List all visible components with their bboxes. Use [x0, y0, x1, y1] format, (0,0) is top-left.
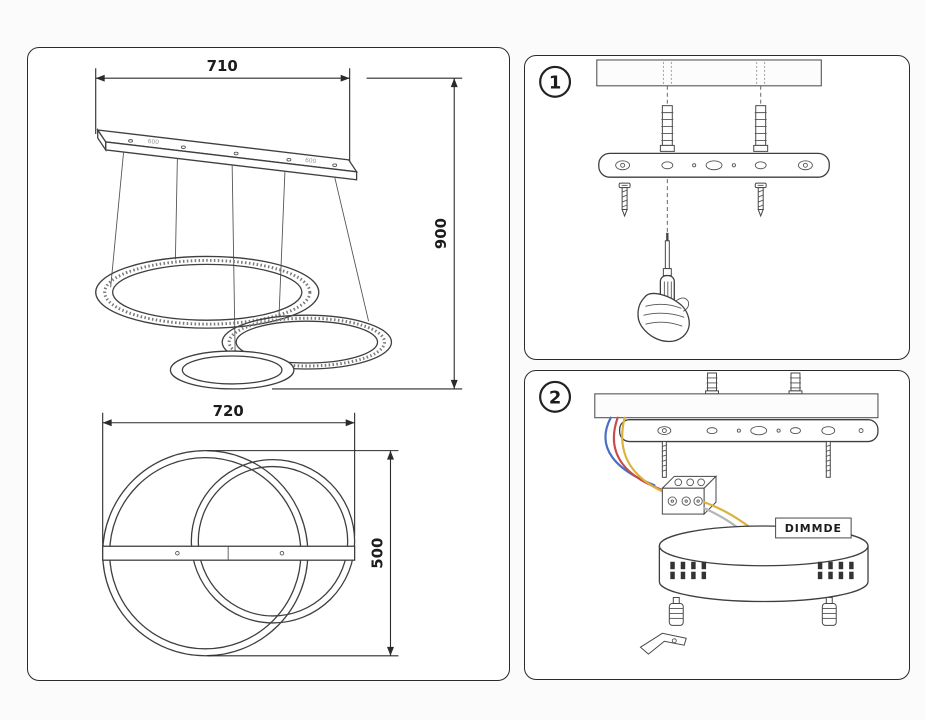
ceiling-bar: 600 600 [96, 127, 358, 181]
pendant-front-view: 710 600 600 [95, 57, 463, 390]
ceiling-section [594, 393, 879, 419]
bar-hole [233, 151, 239, 156]
topview-bar [102, 545, 356, 561]
hand-icon [637, 292, 690, 343]
arrow-left-icon [95, 74, 105, 82]
ring-large [95, 255, 320, 329]
step-1-badge: 1 [539, 65, 572, 98]
step-1-drawing: 1 [539, 59, 830, 343]
topview-width-label: 720 [213, 402, 244, 420]
screw-icon [754, 182, 767, 218]
arrow-up-icon [450, 78, 458, 88]
screw-icon [618, 182, 631, 218]
wire-yellow [621, 416, 668, 495]
wall-plug-icon [788, 372, 803, 395]
step-1-panel: 1 [524, 55, 910, 360]
pendant-top-view: 720 [102, 402, 399, 657]
topview-ring-right [190, 458, 356, 624]
step-2-drawing: 2 [539, 372, 879, 655]
arrow-right-icon [345, 419, 355, 427]
step-2-badge: 2 [539, 380, 572, 413]
wall-plug-icon [659, 85, 675, 152]
stud-screw-icon [661, 441, 667, 478]
step-2-number: 2 [549, 387, 561, 408]
arrow-up-icon [387, 450, 394, 460]
arrow-down-icon [450, 379, 458, 389]
step-2-panel: 2 [524, 370, 910, 680]
suspension-wires [110, 151, 370, 354]
wall-plug-icon [705, 372, 719, 395]
bar-marking-left: 600 [147, 138, 159, 146]
arrow-left-icon [102, 419, 112, 427]
step-1-number: 1 [549, 72, 561, 93]
bar-hole [128, 139, 134, 143]
ring-small [169, 350, 295, 390]
thumb-screw-icon [821, 597, 837, 626]
supply-wires [604, 416, 668, 495]
terminal-block [661, 475, 718, 516]
dimension-height-500: 500 [207, 450, 399, 657]
bar-hole [180, 145, 186, 149]
width-dimension-label: 710 [207, 57, 238, 75]
dimension-height-900: 900 [271, 77, 463, 390]
height-dimension-label: 900 [432, 218, 450, 249]
dimension-width-710: 710 [95, 57, 351, 164]
dimmable-label-text: DIMMDE [785, 522, 842, 535]
topview-height-label: 500 [369, 538, 387, 569]
arrow-down-icon [387, 646, 394, 656]
dimmable-label: DIMMDE [775, 517, 852, 539]
mounting-clip [639, 632, 687, 655]
bar-marking-right: 600 [305, 157, 317, 165]
ceiling-section [596, 59, 822, 87]
wall-plug-icon [753, 85, 769, 152]
thumb-screw-icon [668, 597, 684, 626]
vent-slots [670, 561, 854, 580]
mounting-bracket [618, 419, 879, 443]
mounting-bracket [598, 152, 830, 178]
arrow-right-icon [340, 74, 350, 82]
stud-screw-icon [825, 441, 831, 478]
dimension-width-720: 720 [102, 402, 356, 547]
ring-medium [221, 314, 393, 370]
canopy: DIMMDE [658, 517, 869, 603]
bar-hole [332, 163, 338, 167]
dimensions-panel: 710 600 600 [27, 47, 510, 681]
dimensions-drawing: 710 600 600 [95, 57, 463, 657]
bar-hole [286, 158, 292, 162]
